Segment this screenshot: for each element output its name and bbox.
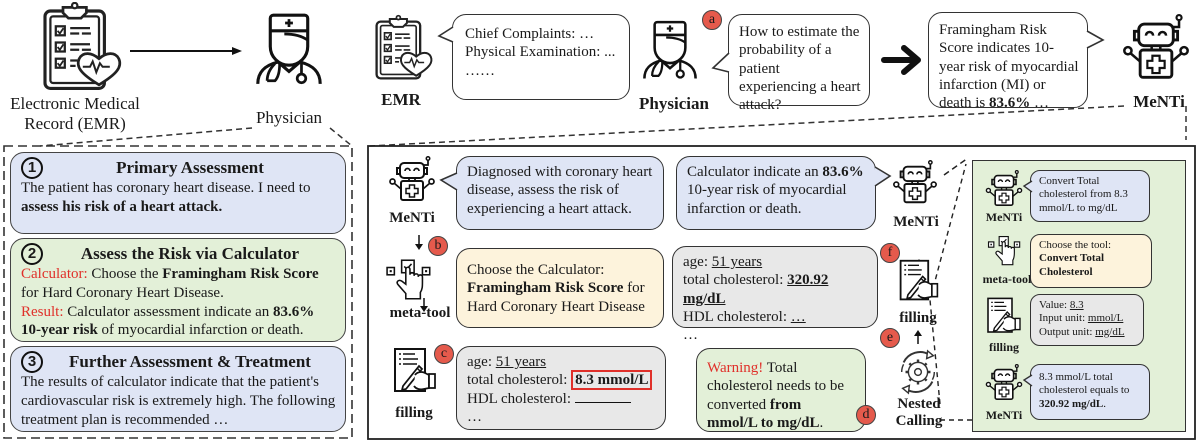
calculator-result-tail xyxy=(874,166,892,187)
physician-label: Physician xyxy=(255,108,323,127)
step-2-calculator-text: Calculator: Choose the Framingham Risk S… xyxy=(21,266,319,301)
fill-form-nested-bubble: Value: 8.3 Input unit: mmol/L Output uni… xyxy=(1030,294,1144,346)
step-1-text: The patient has coronary heart disease. … xyxy=(21,180,311,215)
meta-tool-icon-nested xyxy=(986,232,1026,270)
filling-icon xyxy=(390,346,440,396)
workflow-menti-label: MeNTi xyxy=(389,210,435,226)
question-bubble-tail xyxy=(711,52,730,73)
nested-menti-label-1: MeNTi xyxy=(985,210,1023,224)
emr-full-label: Electronic Medical Record (EMR) xyxy=(10,94,140,134)
step-number-1: 1 xyxy=(21,157,43,179)
emr-clipboard-icon xyxy=(36,2,126,92)
meta-tool-icon xyxy=(384,254,438,306)
convert-bubble-tail xyxy=(1022,180,1033,193)
filling-icon-nested xyxy=(984,296,1024,336)
hdl-blank-field xyxy=(574,392,631,403)
filling-icon-2 xyxy=(896,258,942,304)
step-badge-e: e xyxy=(880,328,900,348)
step-2-title: Assess the Risk via Calculator xyxy=(80,244,300,264)
step-badge-f: f xyxy=(880,243,900,263)
menti-robot-icon-result xyxy=(890,160,940,208)
convert-bubble: Convert Total cholesterol from 8.3 mmol/… xyxy=(1030,170,1150,222)
filling-label-2: filling xyxy=(899,310,937,326)
conversion-result-bubble: 8.3 mmol/L total cholesterol equals to 3… xyxy=(1030,364,1150,420)
menti-robot-icon-nested-1 xyxy=(984,170,1024,210)
step-number-2: 2 xyxy=(21,243,43,265)
step-3-further-assessment: 3 Further Assessment & Treatment The res… xyxy=(10,346,346,432)
nested-calling-label: Nested Calling xyxy=(895,396,943,429)
menti-label: MeNTi xyxy=(1133,92,1185,111)
nested-filling-label: filling xyxy=(988,340,1019,354)
step-2-result-text: Result: Calculator assessment indicate a… xyxy=(21,303,315,339)
diagnose-bubble-tail xyxy=(439,172,458,191)
nested-calling-gear-icon xyxy=(894,348,942,396)
step-3-text: The results of calculator indicate that … xyxy=(21,374,336,428)
step-badge-b: b xyxy=(428,236,448,256)
step-1-title: Primary Assessment xyxy=(116,158,264,178)
emr-label: EMR xyxy=(381,90,421,109)
conversion-result-tail xyxy=(1022,374,1033,387)
menti-robot-icon-workflow xyxy=(386,156,438,206)
answer-bubble: Framingham Risk Score indicates 10-year … xyxy=(928,12,1088,111)
step-3-title: Further Assessment & Treatment xyxy=(69,352,311,372)
physician-icon xyxy=(250,4,328,92)
refilled-form-bubble: age: 51 years total cholesterol: 320.92 … xyxy=(672,246,878,343)
choose-calculator-bubble: Choose the Calculator: Framingham Risk S… xyxy=(456,248,664,328)
cholesterol-highlight: 8.3 mmol/L xyxy=(571,370,653,391)
nested-menti-label-2: MeNTi xyxy=(985,408,1023,422)
step-badge-c: c xyxy=(434,344,454,364)
workflow-menti-label-2: MeNTi xyxy=(893,214,939,230)
calculator-result-bubble: Calculator indicate an 83.6% 10-year ris… xyxy=(676,156,876,230)
question-bubble: How to estimate the probability of a pat… xyxy=(728,14,870,113)
step-2-assess-risk: 2 Assess the Risk via Calculator Calcula… xyxy=(10,238,346,342)
diagnose-bubble: Diagnosed with coronary heart disease, a… xyxy=(456,156,664,230)
physician-small-icon xyxy=(638,12,702,86)
result-arrow-icon xyxy=(881,45,921,75)
menti-robot-icon-nested-2 xyxy=(984,364,1024,404)
emr-bubble-tail xyxy=(437,26,454,43)
meta-tool-label: meta-tool xyxy=(389,305,451,321)
step-1-primary-assessment: 1 Primary Assessment The patient has cor… xyxy=(10,152,346,234)
emr-bubble: Chief Complaints: … Physical Examination… xyxy=(452,14,630,100)
choose-tool-bubble: Choose the tool: Convert Total Cholester… xyxy=(1030,234,1152,288)
answer-bubble-tail xyxy=(1086,30,1105,49)
step-number-3: 3 xyxy=(21,351,43,373)
step-badge-d: d xyxy=(856,405,876,425)
warning-bubble: Warning! Total cholesterol needs to be c… xyxy=(696,348,866,432)
menti-robot-icon xyxy=(1120,14,1192,86)
step-badge-a: a xyxy=(702,10,722,30)
emr-to-physician-arrow xyxy=(130,47,242,55)
physician-bold-label: Physician xyxy=(639,94,709,113)
nested-meta-tool-label: meta-tool xyxy=(982,272,1032,286)
filling-label: filling xyxy=(395,405,433,421)
filling-form-bubble: age: 51 years total cholesterol: 8.3 mmo… xyxy=(456,346,666,430)
emr-small-icon xyxy=(370,12,436,84)
